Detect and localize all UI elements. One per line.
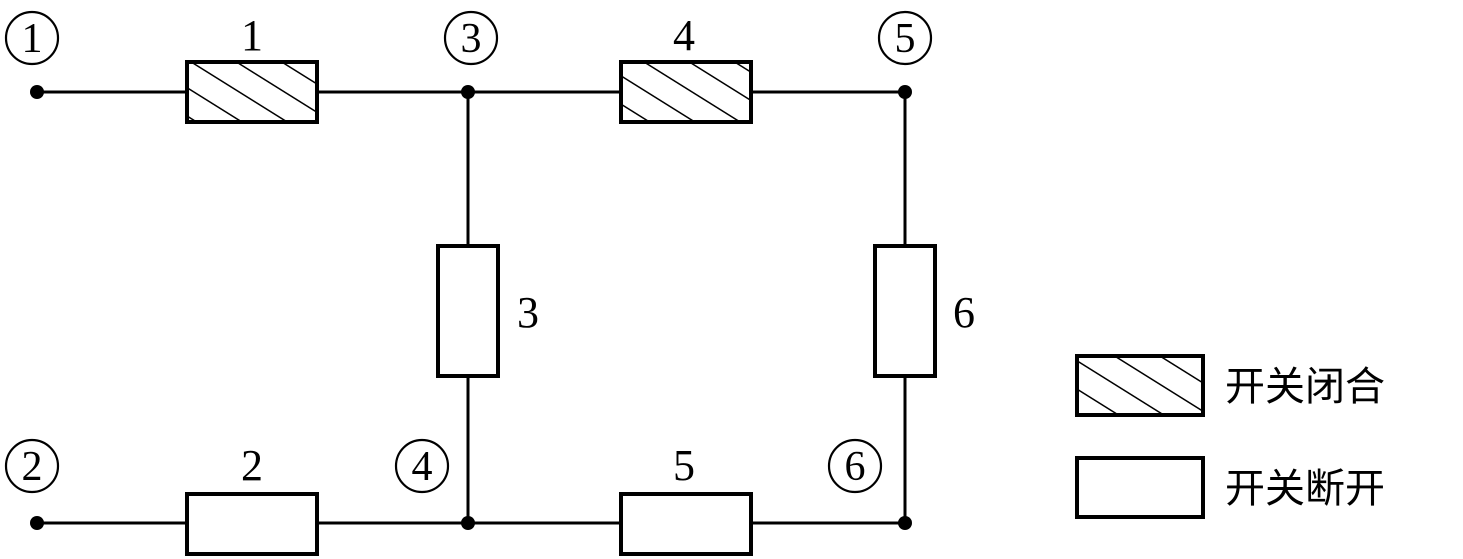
legend-open-swatch (1075, 456, 1205, 519)
switch-1-label: 1 (241, 11, 263, 60)
node-2-marker: 2 (4, 438, 60, 494)
switch-6-label: 6 (953, 288, 975, 337)
switch-5 (619, 492, 753, 556)
node-3-marker: 3 (443, 10, 499, 66)
junction-node-3 (461, 85, 475, 99)
switch-5-label: 5 (673, 441, 695, 490)
wires (37, 90, 907, 525)
node-4-label: 4 (412, 444, 433, 490)
node-5-marker: 5 (877, 10, 933, 66)
switch-4 (619, 60, 753, 124)
switch-labels: 1 4 3 6 2 5 (241, 11, 975, 490)
node-labels: 1 3 5 2 4 6 (4, 10, 933, 494)
junction-node-1 (30, 85, 44, 99)
node-4-marker: 4 (394, 438, 450, 494)
junction-node-4 (461, 516, 475, 530)
switch-1 (185, 60, 319, 124)
switch-6 (873, 244, 937, 378)
node-1-marker: 1 (4, 10, 60, 66)
switch-3-label: 3 (517, 288, 539, 337)
junction-node-6 (898, 516, 912, 530)
switch-3 (436, 244, 500, 378)
switch-4-label: 4 (673, 11, 695, 60)
node-6-marker: 6 (827, 438, 883, 494)
legend-open-label: 开关断开 (1225, 466, 1385, 512)
junction-node-5 (898, 85, 912, 99)
junction-node-2 (30, 516, 44, 530)
legend-closed-label: 开关闭合 (1225, 364, 1385, 410)
junctions (30, 85, 912, 530)
switches (185, 60, 937, 556)
node-1-label: 1 (22, 16, 43, 62)
node-5-label: 5 (895, 16, 916, 62)
legend-closed-swatch (1075, 354, 1205, 417)
switch-2 (185, 492, 319, 556)
node-2-label: 2 (22, 444, 43, 490)
switch-2-label: 2 (241, 441, 263, 490)
node-6-label: 6 (845, 444, 866, 490)
legend: 开关闭合 开关断开 (1075, 354, 1385, 519)
node-3-label: 3 (461, 16, 482, 62)
